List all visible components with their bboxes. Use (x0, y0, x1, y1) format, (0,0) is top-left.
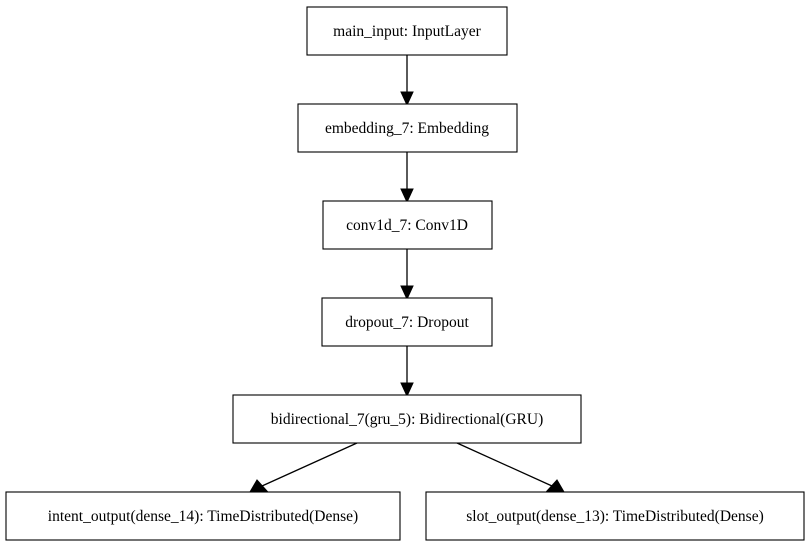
edge-conv1d-to-dropout (400, 249, 414, 301)
node-label-conv1d-7: conv1d_7: Conv1D (346, 217, 468, 234)
node-label-slot-output: slot_output(dense_13): TimeDistributed(D… (466, 508, 764, 525)
node-slot-output: slot_output(dense_13): TimeDistributed(D… (425, 491, 805, 541)
node-dropout-7: dropout_7: Dropout (321, 297, 493, 347)
node-embedding-7: embedding_7: Embedding (297, 103, 518, 153)
node-bidirectional-7: bidirectional_7(gru_5): Bidirectional(GR… (232, 394, 582, 444)
edge-dropout-to-bidirectional (400, 346, 414, 398)
edge-embedding-to-conv1d (400, 152, 414, 204)
node-label-embedding-7: embedding_7: Embedding (325, 120, 489, 137)
node-label-dropout-7: dropout_7: Dropout (345, 314, 469, 331)
node-label-intent-output: intent_output(dense_14): TimeDistributed… (48, 508, 358, 525)
node-conv1d-7: conv1d_7: Conv1D (322, 200, 493, 250)
node-label-bidirectional-7: bidirectional_7(gru_5): Bidirectional(GR… (271, 411, 543, 428)
edge-bidirectional-to-intent-output (249, 442, 358, 493)
node-intent-output: intent_output(dense_14): TimeDistributed… (5, 491, 401, 541)
edge-main-input-to-embedding (400, 55, 414, 107)
edge-bidirectional-to-slot-output (456, 442, 565, 493)
edges (249, 55, 565, 493)
node-main-input: main_input: InputLayer (306, 6, 508, 56)
node-label-main-input: main_input: InputLayer (333, 23, 481, 40)
